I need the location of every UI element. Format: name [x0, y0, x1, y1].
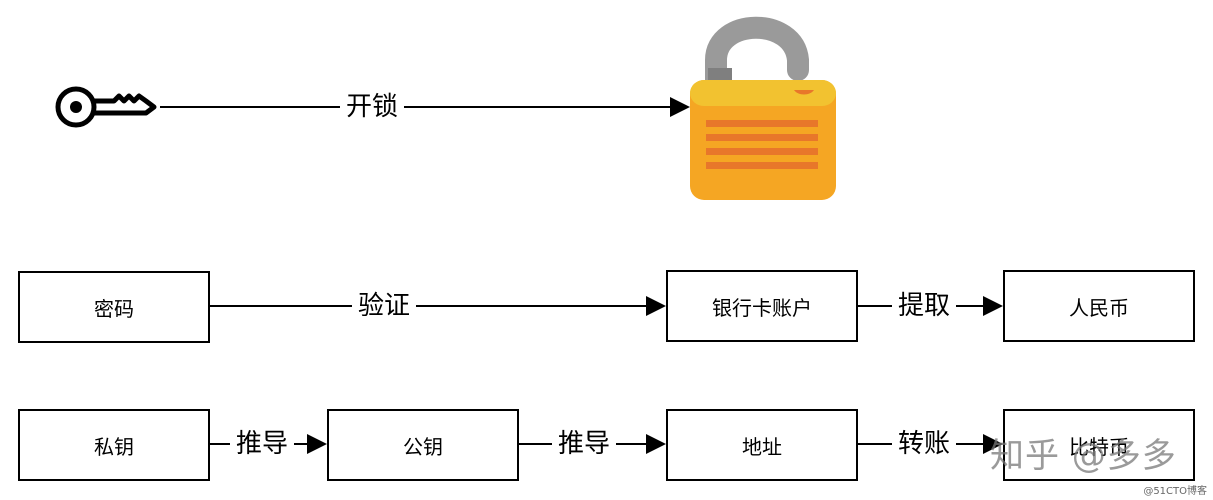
edge-label-transfer: 转账	[891, 429, 957, 459]
watermark-text: 知乎 @多多	[990, 436, 1177, 476]
node-bitcoin: 比特币	[1003, 409, 1195, 481]
node-bank-account: 银行卡账户	[666, 270, 858, 342]
node-password: 密码	[18, 271, 210, 343]
edge-label-derive-2: 推导	[551, 429, 617, 459]
key-icon	[55, 86, 157, 128]
open-lock-icon	[690, 16, 836, 200]
edge-label-unlock: 开锁	[339, 92, 405, 122]
edge-label-derive-1: 推导	[229, 429, 295, 459]
edge-label-withdraw: 提取	[891, 291, 957, 321]
source-credit: @51CTO博客	[1143, 486, 1207, 497]
node-private-key: 私钥	[18, 409, 210, 481]
node-rmb: 人民币	[1003, 270, 1195, 342]
edge-label-verify: 验证	[351, 291, 417, 321]
node-address: 地址	[666, 409, 858, 481]
node-public-key: 公钥	[327, 409, 519, 481]
